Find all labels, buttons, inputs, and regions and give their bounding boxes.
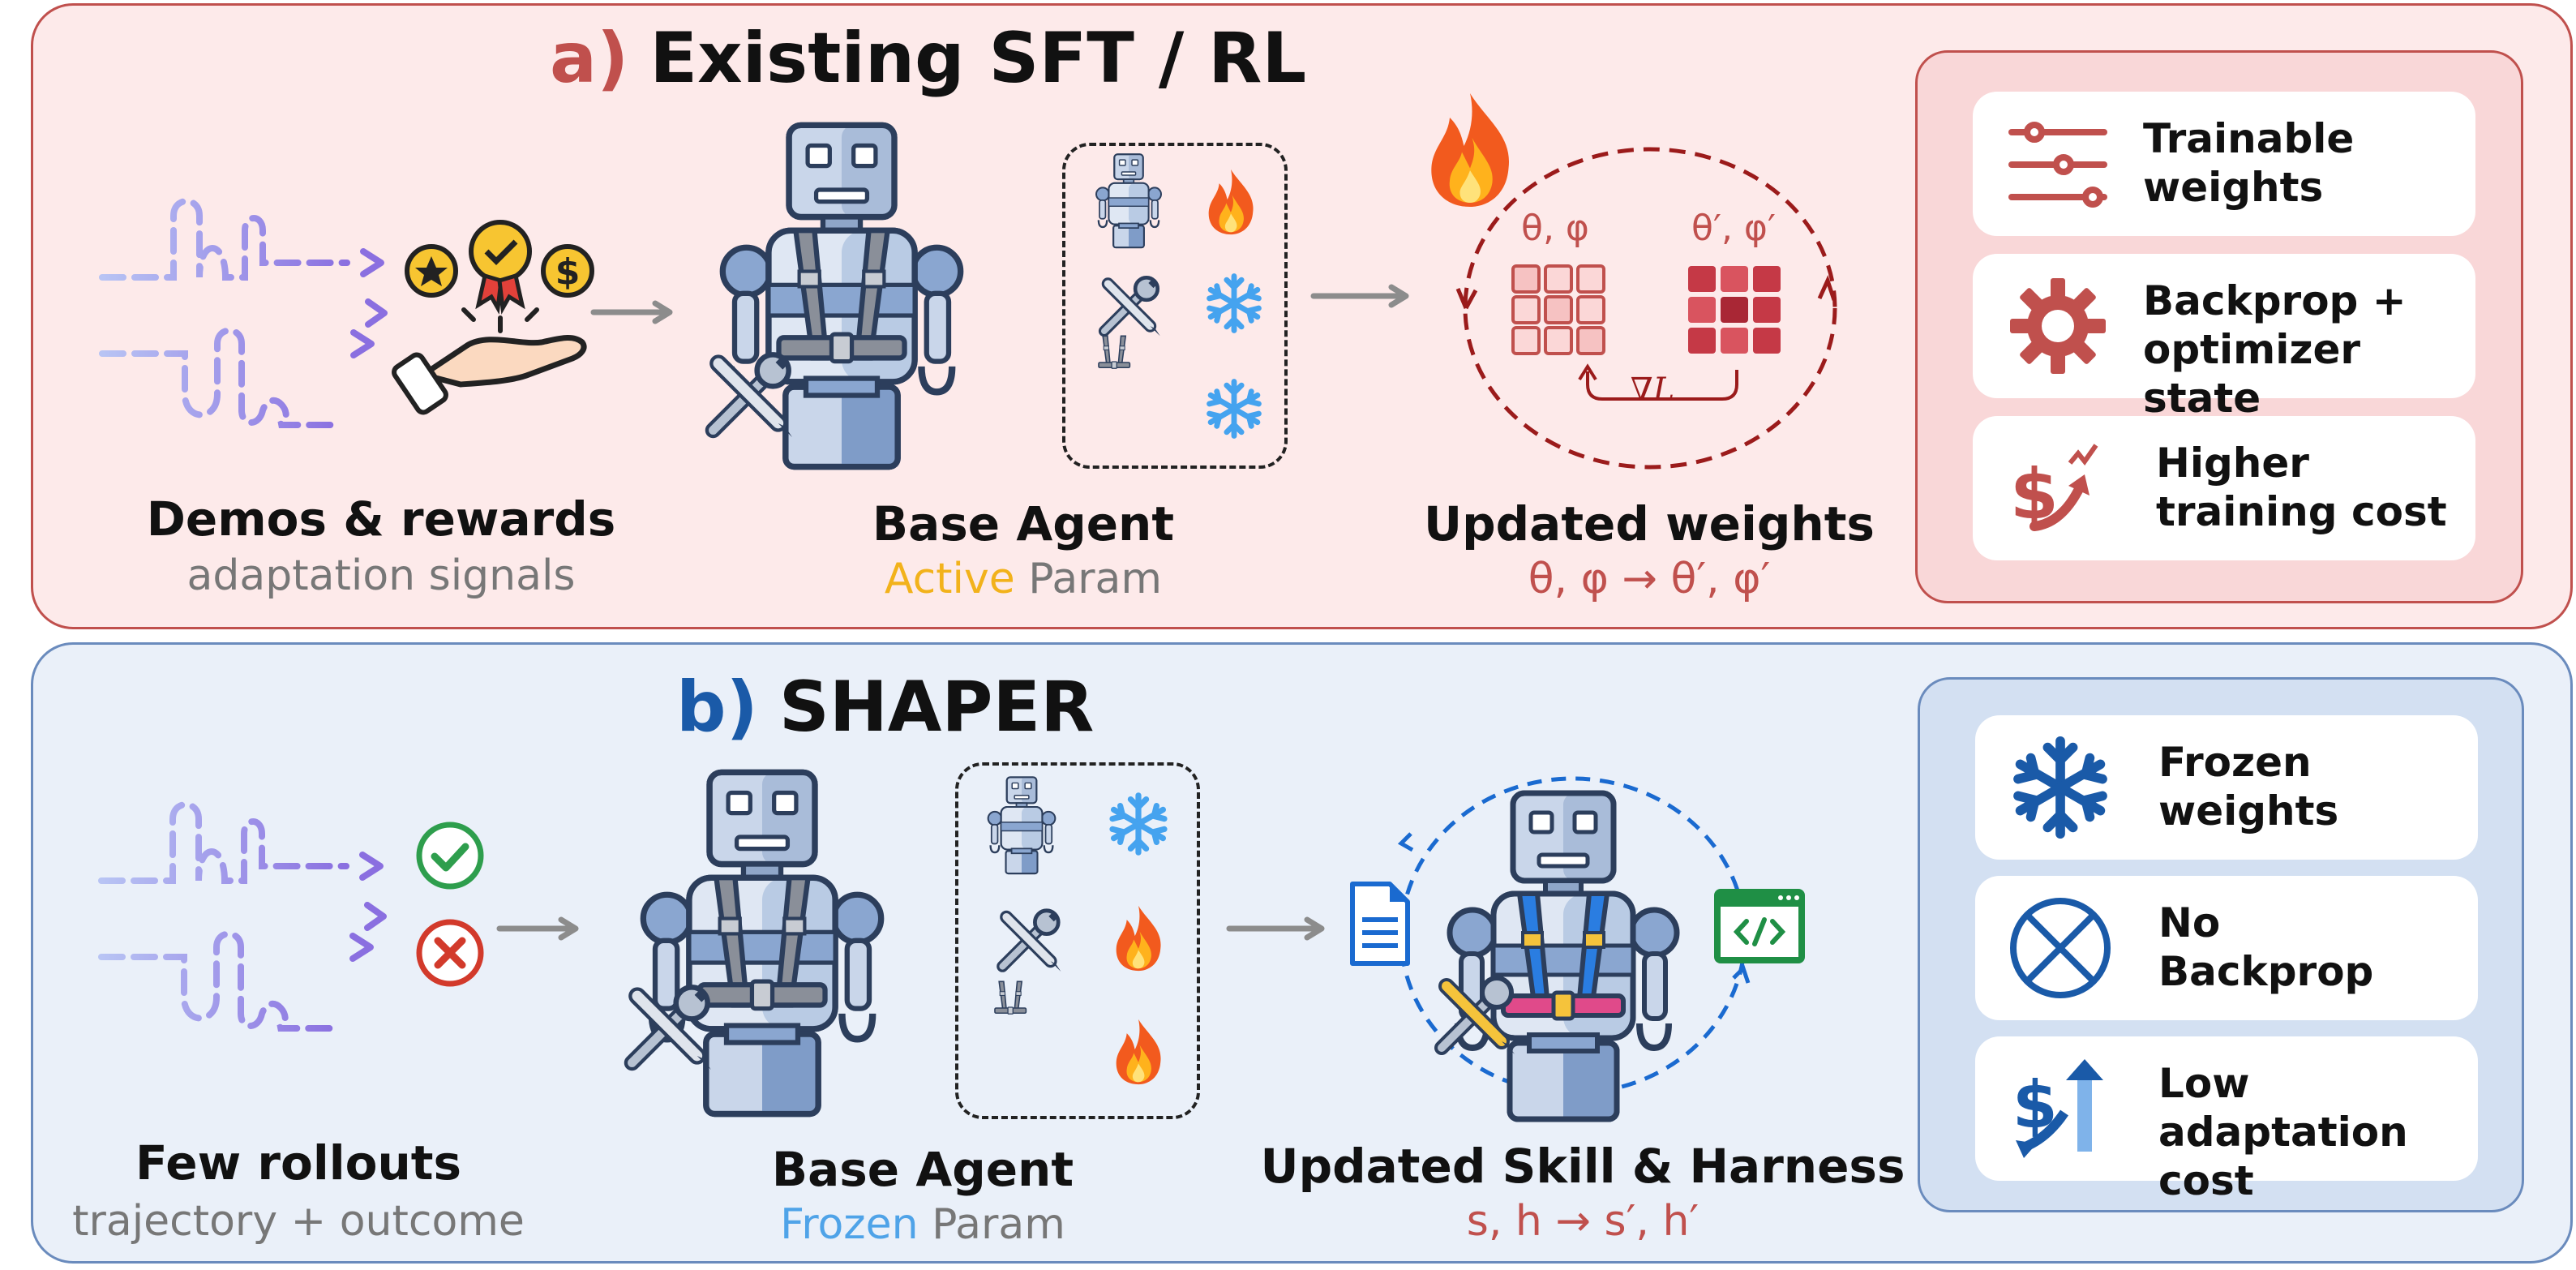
summary-line: weights: [2143, 164, 2324, 211]
arrow-right-icon: [1310, 284, 1409, 308]
tools-icon: [697, 341, 803, 446]
param-label: Param: [1014, 555, 1163, 603]
cross-icon: [416, 919, 484, 987]
summary-line: optimizer state: [2143, 326, 2361, 422]
base-agent-label: Base Agent: [872, 496, 1175, 551]
trajectory-waves-icon: [96, 182, 404, 441]
summary-line: Low: [2158, 1060, 2250, 1107]
matrix-right-label: θ′, φ′: [1691, 208, 1776, 249]
updated-skill-harness-formula: s, h → s′, h′: [1466, 1197, 1699, 1246]
updated-robot: [1442, 787, 1685, 1127]
summary-line: No: [2158, 899, 2221, 946]
rewards-hand-icon: $: [392, 220, 594, 415]
arrow-right-icon: [1226, 916, 1325, 941]
panel-b-letter: b): [676, 667, 758, 748]
updated-skill-harness-label: Updated Skill & Harness: [1260, 1139, 1905, 1194]
snowflake-icon: [2008, 735, 2113, 840]
sliders-icon: [2008, 122, 2107, 208]
falling-cost-icon: $: [2012, 1059, 2103, 1158]
summary-line: Trainable: [2143, 115, 2355, 162]
matrix-left-label: θ, φ: [1521, 208, 1589, 249]
gear-icon: [2010, 278, 2106, 374]
active-label: Active: [884, 555, 1015, 603]
signals-sublabel: adaptation signals: [186, 551, 576, 600]
rollouts-sublabel: trajectory + outcome: [72, 1197, 525, 1246]
outcome-icons: [416, 822, 484, 987]
rollouts-label: Few rollouts: [135, 1135, 461, 1191]
panel-b-title-text: SHAPER: [778, 667, 1095, 748]
updated-weights-label: Updated weights: [1424, 496, 1875, 551]
summary-line: Backprop +: [2143, 277, 2407, 324]
flame-icon: [1109, 903, 1168, 973]
svg-text:$: $: [555, 251, 581, 293]
summary-line: Higher: [2156, 440, 2309, 487]
param-label: Param: [918, 1200, 1065, 1249]
arrow-right-icon: [590, 300, 673, 324]
summary-line: training cost: [2156, 488, 2447, 535]
tools-updated-icon: [1427, 965, 1524, 1062]
summary-line: weights: [2158, 787, 2339, 835]
snowflake-icon: [1106, 792, 1171, 856]
tools-mini-icon: [1093, 268, 1168, 342]
tools-icon: [616, 973, 722, 1079]
panel-a-title-text: Existing SFT / RL: [649, 18, 1307, 99]
harness-mini-icon: [979, 994, 1077, 1108]
panel-b-title: b)SHAPER: [676, 667, 1094, 748]
weight-update-cycle: [1455, 147, 1837, 470]
summary-line: Frozen: [2158, 739, 2312, 786]
mini-robot-icon: [1080, 152, 1177, 250]
base-agent-param-label: Frozen Param: [780, 1200, 1065, 1249]
flame-icon: [1202, 167, 1260, 237]
panel-a-title: a)Existing SFT / RL: [550, 18, 1306, 99]
param-legend-box: [955, 762, 1200, 1119]
panel-a-letter: a): [550, 18, 629, 99]
snowflake-icon: [1203, 272, 1265, 334]
summary-line: Backprop: [2158, 948, 2374, 995]
updated-weights-formula: θ, φ → θ′, φ′: [1528, 555, 1771, 603]
param-legend-box: [1062, 143, 1288, 469]
gradient-label: ∇L: [1630, 371, 1675, 409]
base-agent-param-label: Active Param: [885, 555, 1162, 603]
code-window-icon: [1714, 889, 1805, 963]
summary-card-backprop: Backprop +optimizer state: [1973, 254, 2475, 422]
frozen-label: Frozen: [780, 1200, 919, 1249]
summary-line: adaptation cost: [2158, 1109, 2408, 1204]
snowflake-icon: [1203, 378, 1265, 440]
base-agent-label: Base Agent: [771, 1142, 1074, 1197]
trajectory-waves-icon: [91, 785, 407, 1045]
document-icon: [1350, 882, 1410, 966]
signals-label: Demos & rewards: [146, 491, 616, 547]
mini-robot-icon: [973, 775, 1070, 876]
rising-cost-icon: $: [2010, 444, 2098, 535]
arrow-right-icon: [496, 916, 579, 941]
tools-mini-icon: [991, 900, 1069, 978]
crossed-circle-icon: [2010, 898, 2111, 998]
flame-icon: [1109, 1017, 1168, 1087]
harness-mini-icon: [1083, 349, 1181, 462]
check-icon: [416, 822, 484, 890]
